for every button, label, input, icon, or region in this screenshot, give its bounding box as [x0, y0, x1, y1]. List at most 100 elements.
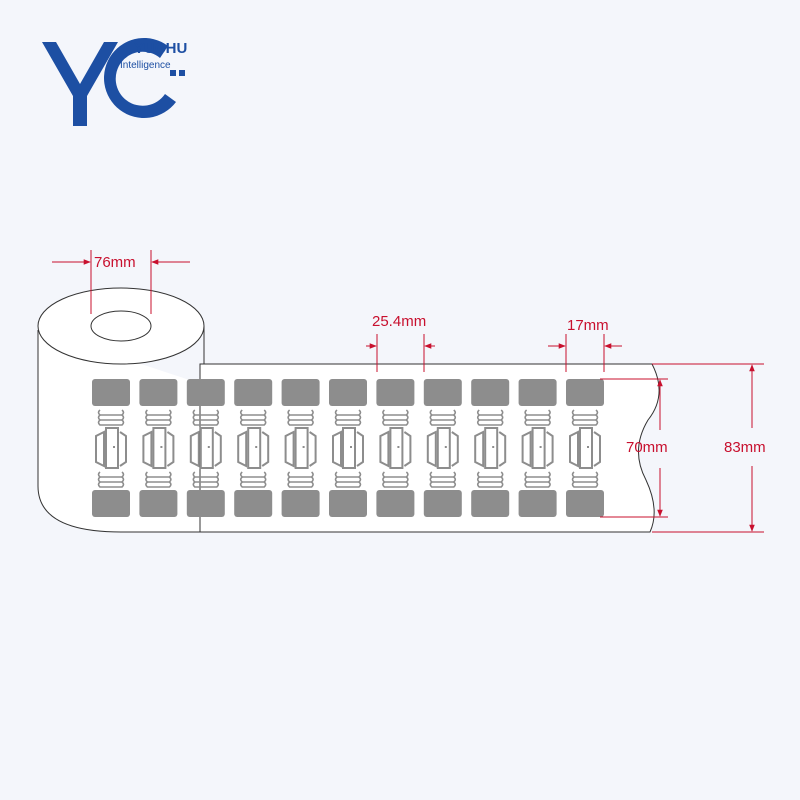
tag-meander-line: [287, 481, 314, 488]
tag-antenna-loop: [474, 430, 485, 468]
tag-inlay-frame: [105, 427, 119, 469]
tag-meander-line: [334, 471, 362, 478]
tag-inlay-frame: [342, 427, 356, 469]
tag-inlay-frame: [247, 427, 262, 469]
tag-meander-line: [382, 481, 409, 488]
rfid-tag: [234, 379, 273, 517]
core-diameter-label: 76mm: [94, 254, 136, 271]
tag-meander-line: [97, 414, 125, 421]
brand-tagline: Intelligence: [120, 60, 171, 71]
tag-chip: [113, 446, 115, 448]
tag-chip: [350, 446, 352, 448]
tag-meander-line: [287, 419, 314, 426]
tag-antenna-pad-bottom: [281, 490, 320, 517]
tag-meander-line: [145, 471, 172, 478]
tag-antenna-loop: [521, 430, 532, 468]
tag-meander-line: [382, 476, 409, 483]
tag-meander-line: [524, 481, 551, 488]
tag-antenna-loop: [546, 431, 554, 467]
tag-antenna-pad-bottom: [376, 490, 415, 517]
tag-antenna-loop: [332, 430, 342, 468]
rfid-tag: [186, 379, 225, 517]
tag-pitch-label: 25.4mm: [372, 313, 426, 330]
tag-meander-line: [145, 414, 172, 421]
rfid-tag: [566, 379, 604, 517]
tag-meander-line: [145, 419, 172, 426]
tag-meander-line: [192, 476, 220, 483]
tag-chip: [539, 446, 542, 448]
tag-antenna-pad-top: [518, 379, 557, 406]
tag-antenna-pad-bottom: [566, 490, 604, 517]
tag-antenna-pad-bottom: [518, 490, 557, 517]
tag-meander-line: [524, 409, 551, 416]
tag-antenna-loop: [189, 430, 200, 468]
tag-meander-line: [429, 419, 457, 426]
tag-meander-line: [524, 471, 551, 478]
tag-antenna-loop: [569, 430, 579, 468]
tag-antenna-loop: [356, 431, 364, 467]
tag-meander-line: [334, 481, 362, 488]
tag-meander-line: [287, 414, 314, 421]
tag-antenna-loop: [237, 430, 248, 468]
tag-meander-line: [429, 476, 457, 483]
tag-meander-line: [239, 481, 267, 488]
tag-height-label: 70mm: [626, 439, 668, 456]
tag-chip: [302, 446, 305, 448]
tag-antenna-pad-bottom: [92, 490, 130, 517]
tag-meander-line: [571, 414, 599, 421]
tag-chip: [255, 446, 258, 448]
tag-meander-line: [382, 471, 409, 478]
tag-antenna-pad-bottom: [329, 490, 367, 517]
brand-logo: YUCHU Intelligence: [42, 38, 187, 126]
tag-meander-line: [334, 419, 362, 426]
logo-dot-icon: [179, 70, 185, 76]
tag-antenna-pad-top: [566, 379, 604, 406]
tag-antenna-loop: [119, 431, 127, 467]
tag-meander-line: [476, 481, 504, 488]
tag-meander-line: [192, 419, 220, 426]
tag-chip: [397, 446, 400, 448]
tag-chip: [492, 446, 495, 448]
tag-meander-line: [192, 481, 220, 488]
tag-meander-line: [382, 409, 409, 416]
tag-inlay-frame: [579, 427, 593, 469]
rfid-tag: [518, 379, 557, 517]
tag-meander-line: [239, 471, 267, 478]
tag-meander-line: [239, 476, 267, 483]
brand-name: YUCHU: [134, 40, 187, 57]
tag-antenna-loop: [426, 430, 437, 468]
tag-meander-line: [571, 409, 599, 416]
tag-antenna-pad-top: [423, 379, 462, 406]
tag-meander-line: [524, 476, 551, 483]
tag-antenna-loop: [498, 431, 507, 467]
tag-meander-line: [334, 476, 362, 483]
tag-antenna-pad-bottom: [139, 490, 178, 517]
tag-meander-line: [239, 409, 267, 416]
rfid-tag: [376, 379, 415, 517]
logo-dot-icon: [170, 70, 176, 76]
rfid-tag: [423, 379, 462, 517]
tag-meander-line: [97, 409, 125, 416]
tag-meander-line: [429, 481, 457, 488]
tag-inlay-frame: [294, 427, 309, 469]
logo-dot-icon: [108, 44, 112, 48]
tag-meander-line: [145, 476, 172, 483]
tag-meander-line: [287, 409, 314, 416]
dimension-annotations: [52, 250, 764, 533]
tag-meander-line: [97, 476, 125, 483]
tag-inlay-frame: [199, 427, 214, 469]
tag-antenna-pad-bottom: [186, 490, 225, 517]
tag-meander-line: [476, 476, 504, 483]
tag-antenna-pad-top: [471, 379, 510, 406]
tag-antenna-pad-top: [234, 379, 273, 406]
rfid-tag: [92, 379, 130, 517]
tag-meander-line: [145, 481, 172, 488]
tag-meander-line: [476, 414, 504, 421]
tag-antenna-pad-top: [92, 379, 130, 406]
tag-antenna-loop: [142, 430, 153, 468]
tag-meander-line: [97, 471, 125, 478]
tag-meander-line: [334, 409, 362, 416]
tag-inlay-frame: [531, 427, 546, 469]
tag-inlay-frame: [484, 427, 499, 469]
tag-chip: [160, 446, 163, 448]
